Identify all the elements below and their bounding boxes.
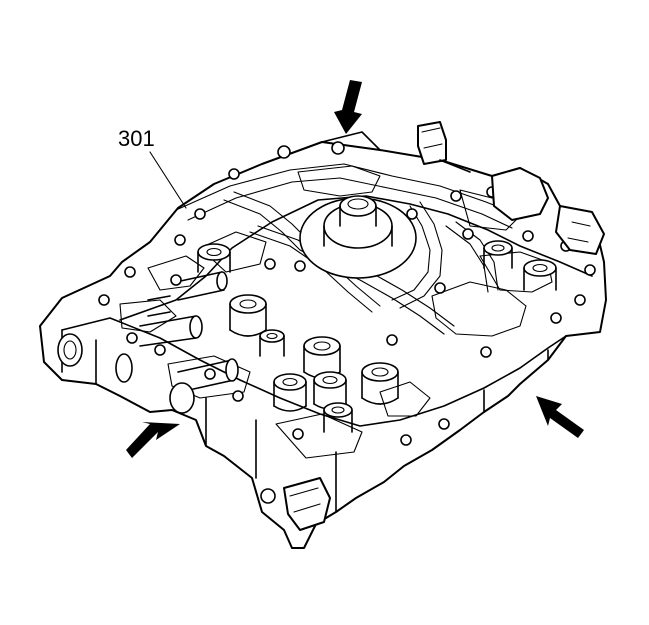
bore-cylinder [197,243,231,273]
arrow-top [334,80,362,134]
bore-cylinder [361,362,399,405]
solenoid-connector-bottom [260,477,331,531]
bore-cylinder [259,329,285,357]
center-boss [299,195,417,279]
solenoid-connector-right [491,167,605,255]
arrow-left [126,422,180,458]
callout-301: 301 [118,126,187,209]
bore-cylinder [273,373,307,412]
solenoid-connector-top [321,121,471,173]
arrow-right [536,396,584,438]
end-plug-left [57,333,195,414]
bore-cylinder [323,402,353,433]
bore-cylinder [229,294,267,337]
callout-number: 301 [118,126,155,151]
valve-bores [139,240,557,433]
bore-cylinder [483,240,513,269]
leader-line [149,151,187,209]
bore-cylinder [523,259,557,291]
